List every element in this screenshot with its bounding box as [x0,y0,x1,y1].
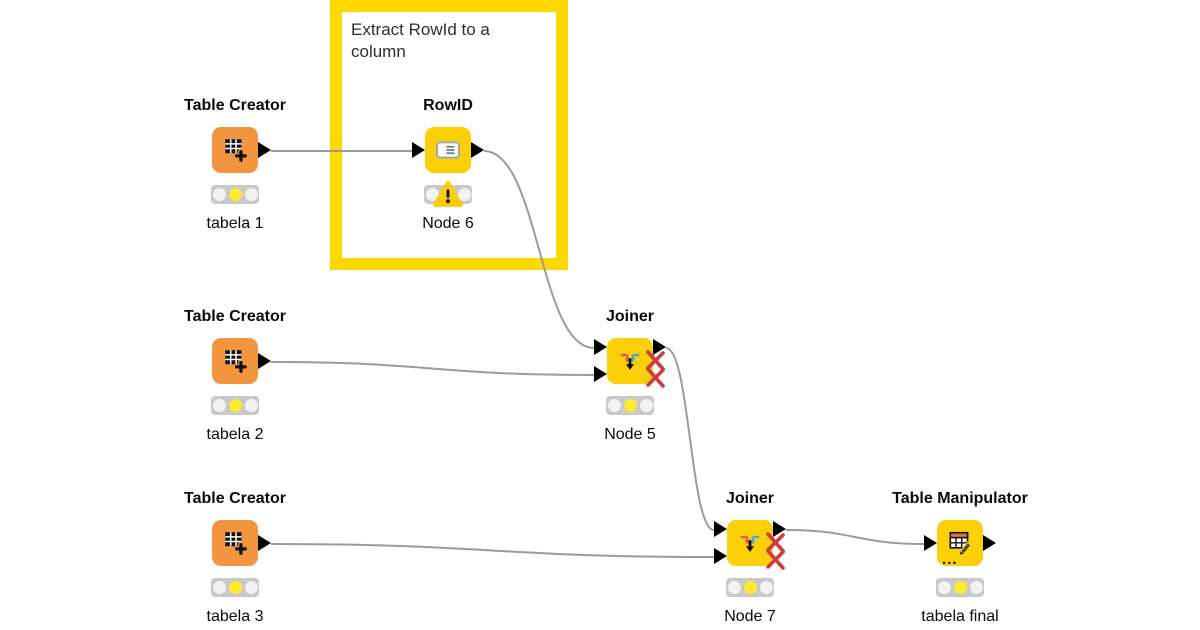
table-manipulator-icon [949,531,973,555]
status-yellow [228,399,242,412]
joiner-icon [740,535,760,552]
status-red [212,581,226,594]
status-red [212,188,226,201]
node-type-label: Table Creator [184,97,286,114]
node-name-label: Node 6 [422,215,474,232]
status-yellow [623,399,637,412]
node-square[interactable] [212,338,258,384]
status-traffic-light [726,578,774,597]
node-joiner-7[interactable]: Joiner [680,490,820,626]
status-green [759,581,773,594]
node-table-creator-2[interactable]: Table Creator tabela 2 [165,308,305,444]
node-name-label: tabela final [921,608,999,625]
input-port-2[interactable] [594,366,607,382]
node-name-label: Node 7 [724,608,776,625]
status-green [457,188,471,201]
status-yellow [228,188,242,201]
inactive-port-x-icon[interactable] [764,548,787,571]
output-port[interactable] [258,142,271,158]
input-port-2[interactable] [714,548,727,564]
status-red [727,581,741,594]
node-type-label: Table Creator [184,490,286,507]
node-square[interactable] [212,127,258,173]
status-traffic-light [211,396,259,415]
input-port[interactable] [924,535,937,551]
dynamic-ports-dots[interactable]: ... [942,551,958,568]
node-name-label: tabela 1 [206,215,264,232]
status-traffic-light [211,578,259,597]
output-port[interactable] [983,535,996,551]
node-type-label: Joiner [605,308,654,325]
node-type-label: Table Manipulator [892,490,1028,507]
status-yellow [228,581,242,594]
joiner-icon [620,353,640,370]
output-port[interactable] [258,535,271,551]
status-traffic-light [211,185,259,204]
connection-node6-node5[interactable] [483,150,595,349]
output-port[interactable] [258,353,271,369]
status-red [607,399,621,412]
node-table-creator-3[interactable]: Table Creator tabela 3 [165,490,305,626]
rowid-icon [436,141,460,159]
status-red [937,581,951,594]
node-joiner-5[interactable]: Joiner [560,308,700,444]
output-port-1[interactable] [653,339,666,355]
node-rowid[interactable]: RowID [378,97,518,233]
node-name-label: tabela 3 [206,608,264,625]
node-name-label: Node 5 [604,426,656,443]
node-type-label: RowID [423,97,473,114]
inactive-port-x-icon[interactable] [644,349,667,372]
node-table-creator-1[interactable]: Table Creator tabela 1 [165,97,305,233]
status-traffic-light [936,578,984,597]
inactive-port-x-icon[interactable] [644,366,667,389]
status-yellow [953,581,967,594]
input-port[interactable] [412,142,425,158]
node-type-label: Joiner [725,490,774,507]
node-square[interactable] [425,127,471,173]
node-table-manipulator[interactable]: Table Manipulator ... [890,490,1030,626]
status-green [244,188,258,201]
output-port-1[interactable] [773,521,786,537]
table-creator-icon [225,350,249,375]
status-green [639,399,653,412]
node-name-label: tabela 2 [206,426,264,443]
table-creator-icon [225,139,249,164]
inactive-port-x-icon[interactable] [764,531,787,554]
status-green [969,581,983,594]
status-red [425,188,439,201]
status-traffic-light [424,180,472,207]
table-creator-icon [225,532,249,557]
status-green [244,581,258,594]
node-square[interactable] [727,520,773,566]
warning-icon [433,180,463,207]
connection-tabela3-node7[interactable] [270,543,715,558]
input-port-1[interactable] [714,521,727,537]
status-yellow [743,581,757,594]
output-port[interactable] [471,142,484,158]
connection-node7-tabelafinal[interactable] [785,529,925,545]
status-traffic-light [606,396,654,415]
status-green [244,399,258,412]
workflow-annotation[interactable]: Extract RowId to a column [330,0,568,270]
connection-node5-node7[interactable] [665,347,715,531]
input-port-1[interactable] [594,339,607,355]
node-square[interactable]: ... [937,520,983,568]
annotation-text: Extract RowId to a column [351,20,490,62]
node-type-label: Table Creator [184,308,286,325]
status-red [212,399,226,412]
node-square[interactable] [607,338,653,384]
connection-tabela2-node5[interactable] [270,361,595,376]
node-square[interactable] [212,520,258,566]
